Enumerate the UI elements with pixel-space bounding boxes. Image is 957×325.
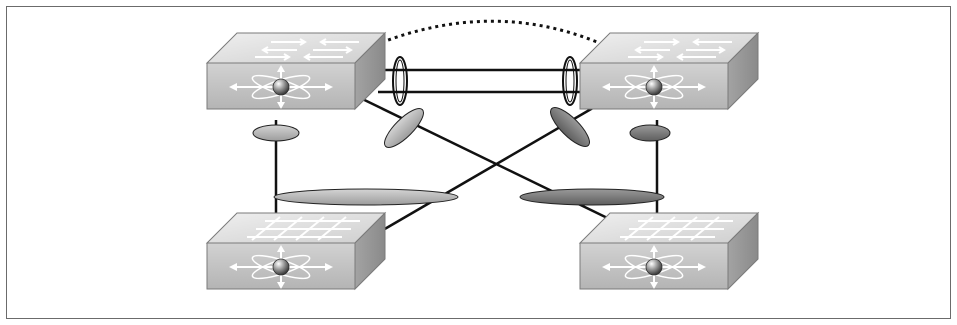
switch-top-face — [578, 32, 760, 64]
multilayer-switch-icon — [578, 31, 760, 111]
bundle-ellipse-left-top — [252, 124, 300, 142]
router-emblem-icon — [602, 65, 706, 109]
grid-arrows-icon — [247, 216, 360, 241]
router-emblem-icon — [602, 245, 706, 289]
multilayer-switch-icon — [205, 31, 387, 111]
bundle-ellipse-right-top — [629, 124, 671, 142]
crossing-arrows-icon — [628, 38, 732, 61]
layer3-switch-icon — [578, 211, 760, 291]
layer3-switch-icon — [205, 211, 387, 291]
figure-frame — [6, 6, 951, 319]
port-channel-ring-right — [562, 56, 578, 106]
router-emblem-icon — [229, 245, 333, 289]
router-emblem-icon — [229, 65, 333, 109]
grid-arrows-icon — [620, 216, 733, 241]
port-channel-ring-left — [392, 56, 408, 106]
bundle-ellipse-diag-right — [550, 107, 590, 147]
port-channel-ring-right-inner — [565, 59, 575, 103]
port-channel-ring-left-inner — [395, 59, 405, 103]
crossing-arrows-icon — [255, 38, 359, 61]
bundle-ellipse-bottom-left — [273, 188, 459, 206]
bundle-ellipse-diag-left — [384, 108, 424, 148]
bundle-ellipse-bottom-right — [519, 188, 665, 206]
switch-top-face — [205, 32, 387, 64]
link-cross-left-to-right — [349, 91, 629, 230]
